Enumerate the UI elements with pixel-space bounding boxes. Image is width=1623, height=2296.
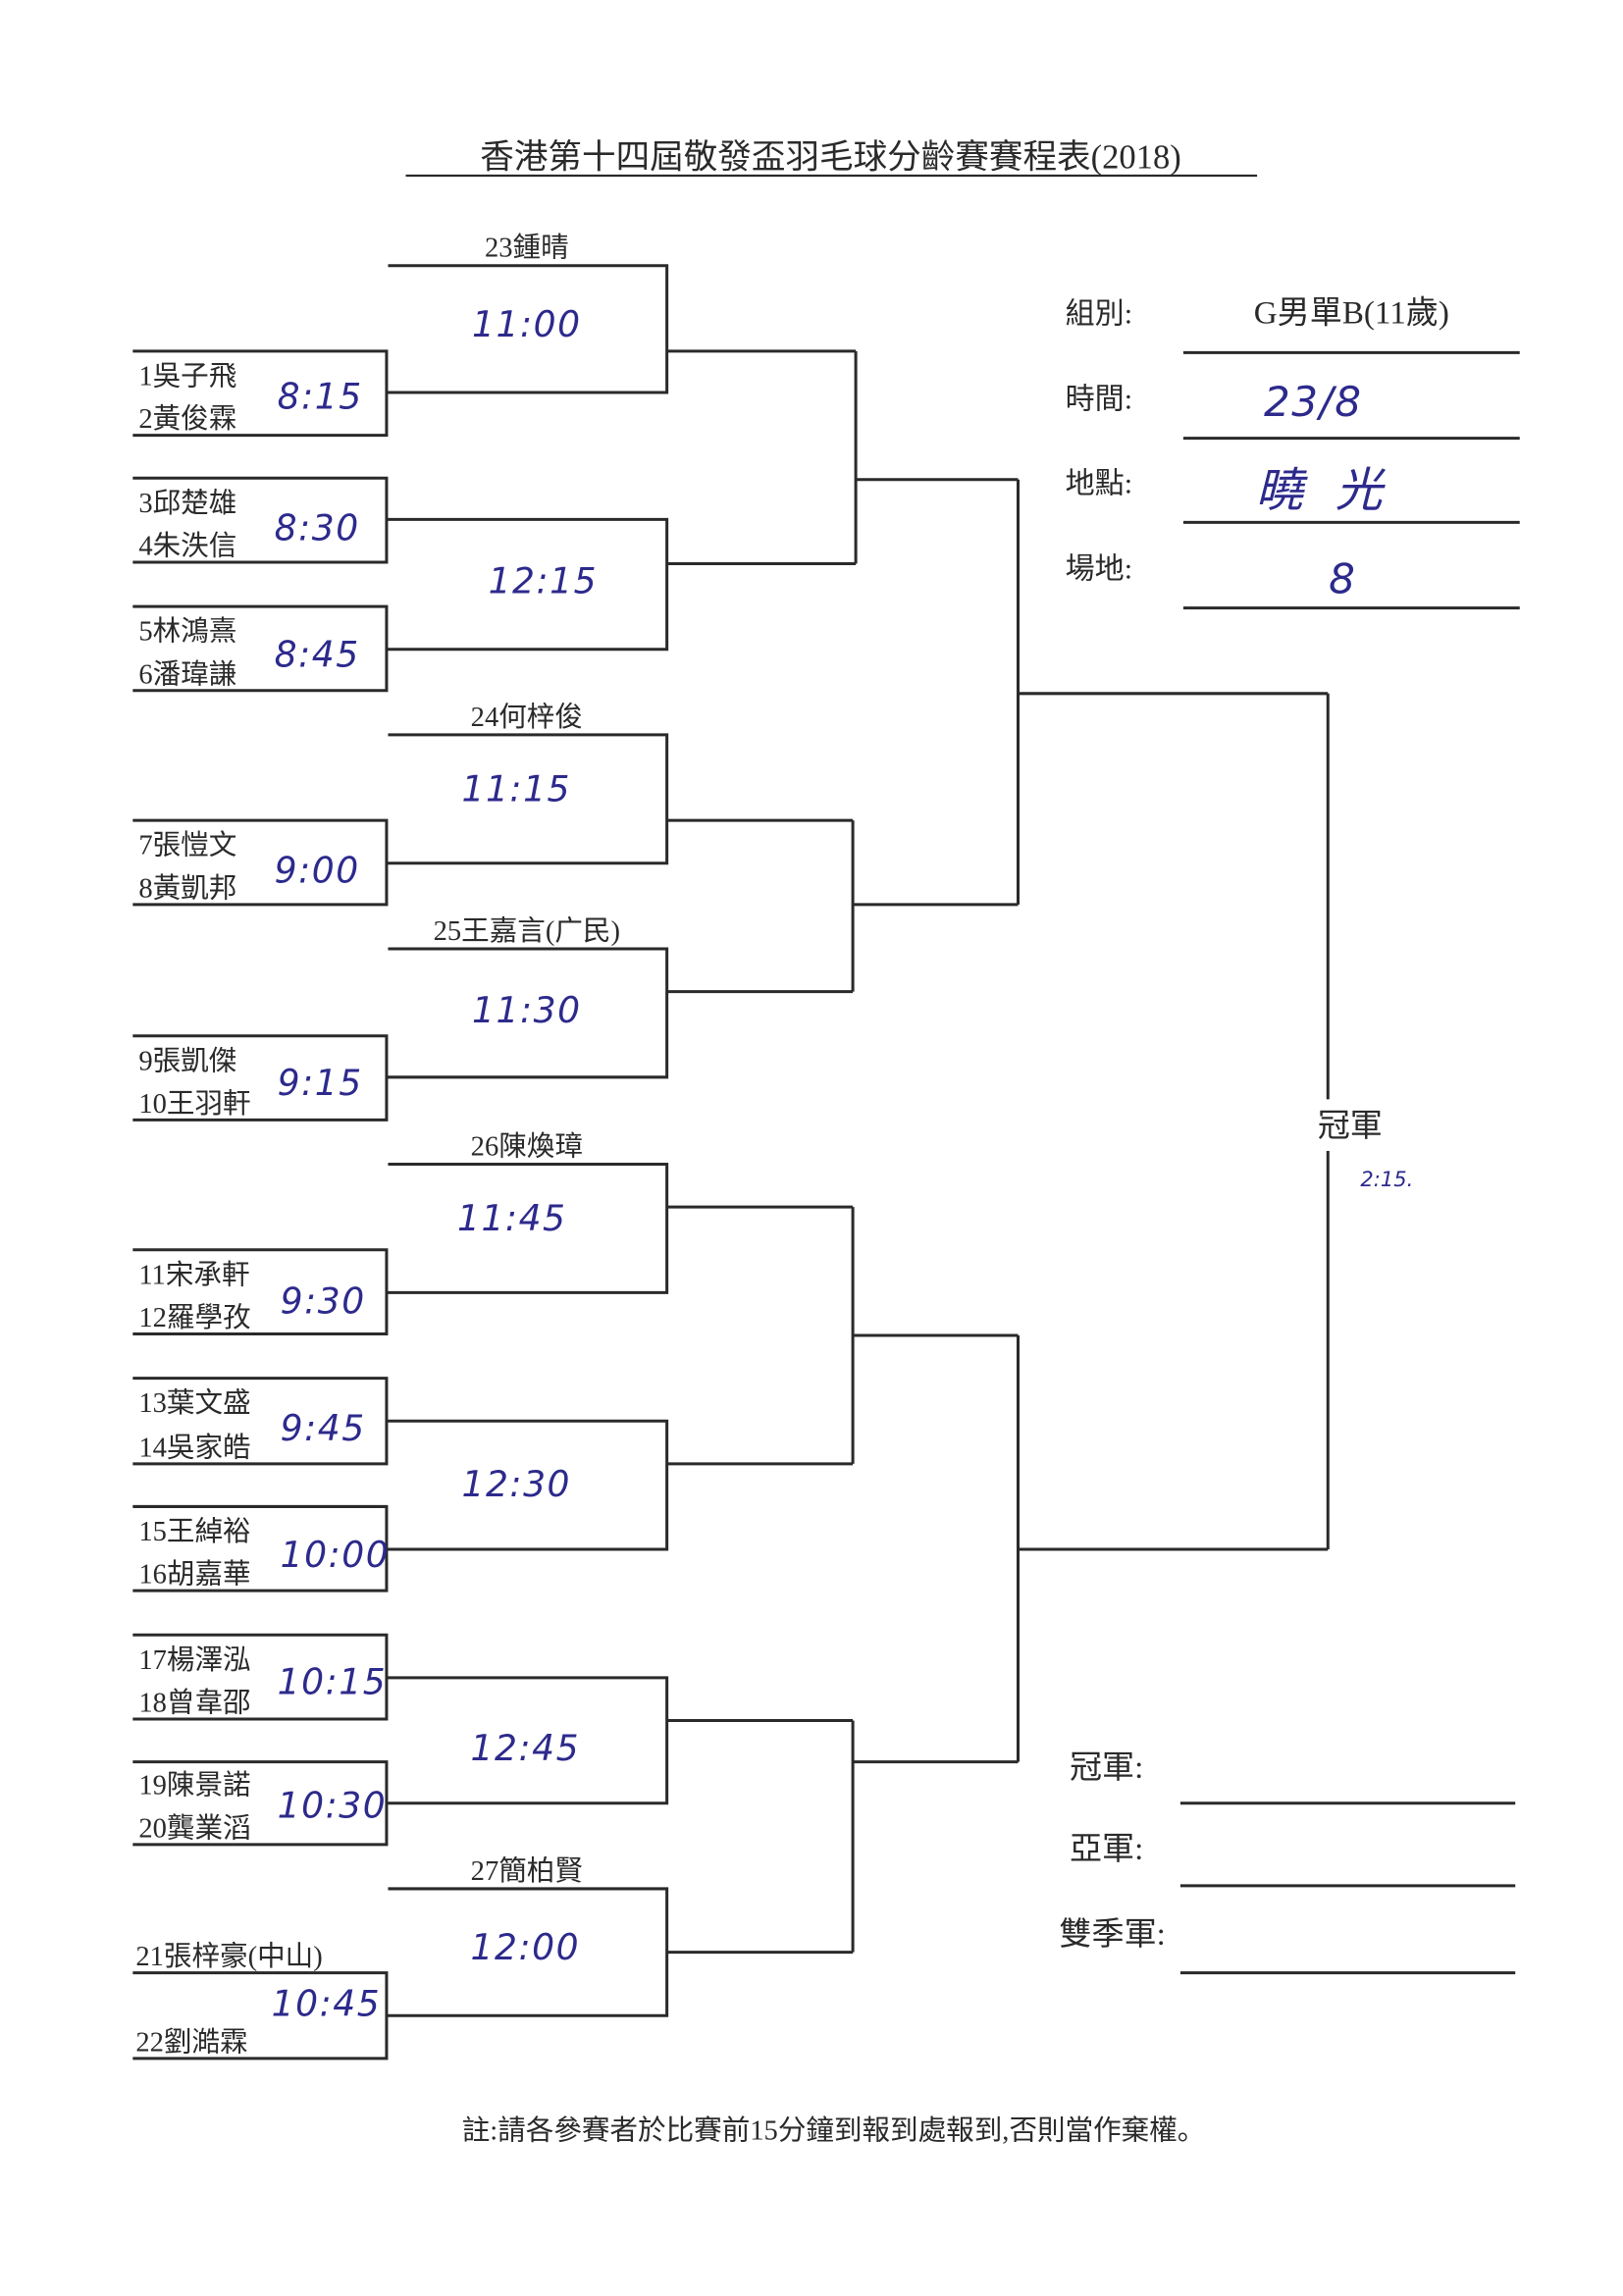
date-label: 時間:	[1066, 383, 1132, 416]
match-time: 10:00	[281, 1535, 390, 1576]
player: 4朱泆信	[138, 530, 236, 561]
player: 1吳子飛	[138, 362, 236, 392]
match-time: 9:45	[281, 1408, 366, 1449]
match-time: 10:30	[278, 1786, 387, 1827]
player: 12羅學孜	[138, 1302, 250, 1333]
player: 14吳家皓	[138, 1432, 250, 1463]
match-time: 11:30	[472, 990, 581, 1031]
seeded-player: 23鍾晴	[485, 233, 569, 264]
player: 6潘瑋謙	[138, 658, 236, 690]
player: 17楊澤泓	[138, 1644, 250, 1676]
third-label: 雙季軍:	[1059, 1916, 1165, 1953]
final-label: 冠軍	[1318, 1109, 1383, 1144]
seeded-player: 26陳煥璋	[471, 1131, 583, 1163]
group-label: 組別:	[1066, 296, 1132, 330]
match-time: 12:45	[471, 1728, 580, 1769]
match-time: 12:30	[462, 1464, 571, 1505]
footnote: 註:請各參賽者於比賽前15分鐘到報到處報到,否則當作棄權。	[462, 2115, 1206, 2147]
final-time: 2:15.	[1360, 1167, 1413, 1191]
match-time: 9:30	[281, 1280, 366, 1322]
player: 10王羽軒	[138, 1089, 250, 1120]
match-time: 9:15	[278, 1063, 363, 1104]
match-time: 12:00	[471, 1927, 580, 1968]
match-time: 8:45	[275, 635, 360, 676]
player: 9張凱傑	[138, 1045, 236, 1076]
match-time: 12:15	[489, 561, 598, 602]
match-time: 8:15	[278, 377, 363, 418]
round1-times: 8:15 8:30 8:45 9:00 9:15 9:30 9:45 10:00…	[272, 377, 390, 2025]
seeded-players: 23鍾晴 24何梓俊 25王嘉言(广民) 26陳煥璋 27簡柏賢	[434, 233, 620, 1887]
match-time: 8:30	[275, 507, 360, 548]
player: 22劉澔霖	[135, 2026, 247, 2058]
player: 8黃凱邦	[138, 872, 236, 904]
player: 13葉文盛	[138, 1387, 250, 1419]
player: 7張愷文	[138, 830, 236, 861]
player: 5林鴻熹	[138, 616, 236, 648]
seeded-player: 27簡柏賢	[471, 1855, 583, 1887]
player: 18曾韋邵	[138, 1687, 250, 1718]
player: 20龔業滔	[138, 1812, 250, 1844]
player: 11宋承軒	[138, 1259, 249, 1290]
match-time: 10:45	[272, 1983, 381, 2024]
player: 19陳景諾	[138, 1770, 250, 1801]
page-title: 香港第十四屆敬發盃羽毛球分齡賽賽程表(2018)	[480, 138, 1181, 176]
champion-label: 冠軍:	[1070, 1750, 1143, 1786]
match-time: 10:15	[278, 1661, 387, 1702]
players: 1吳子飛 2黃俊霖 3邱楚雄 4朱泆信 5林鴻熹 6潘瑋謙 7張愷文 8黃凱邦 …	[135, 362, 322, 2059]
player: 3邱楚雄	[138, 488, 236, 519]
court-value: 8	[1329, 555, 1356, 603]
bracket-lines	[132, 264, 1330, 2061]
match-time: 11:45	[457, 1198, 566, 1239]
match-time: 9:00	[275, 850, 360, 891]
runner-up-label: 亞軍:	[1070, 1832, 1143, 1867]
player: 15王綽裕	[138, 1516, 250, 1547]
player: 2黃俊霖	[138, 403, 236, 435]
place-value: 曉光	[1256, 463, 1415, 518]
info-panel: 組別: G男單B(11歲) 時間: 23/8 地點: 曉光 場地: 8	[1066, 294, 1520, 610]
results-panel: 冠軍: 亞軍: 雙季軍:	[1059, 1750, 1516, 1975]
match-time: 11:00	[472, 304, 581, 345]
court-label: 場地:	[1066, 552, 1132, 586]
player: 21張梓豪(中山)	[135, 1941, 322, 1972]
round2-times: 11:00 12:15 11:15 11:30 11:45 12:30 12:4…	[457, 304, 598, 1968]
place-label: 地點:	[1066, 466, 1132, 499]
seeded-player: 24何梓俊	[471, 702, 583, 733]
date-value: 23/8	[1264, 378, 1363, 426]
group-value: G男單B(11歲)	[1254, 294, 1449, 331]
seeded-player: 25王嘉言(广民)	[434, 915, 620, 947]
player: 16胡嘉華	[138, 1559, 250, 1591]
match-time: 11:15	[462, 769, 571, 810]
